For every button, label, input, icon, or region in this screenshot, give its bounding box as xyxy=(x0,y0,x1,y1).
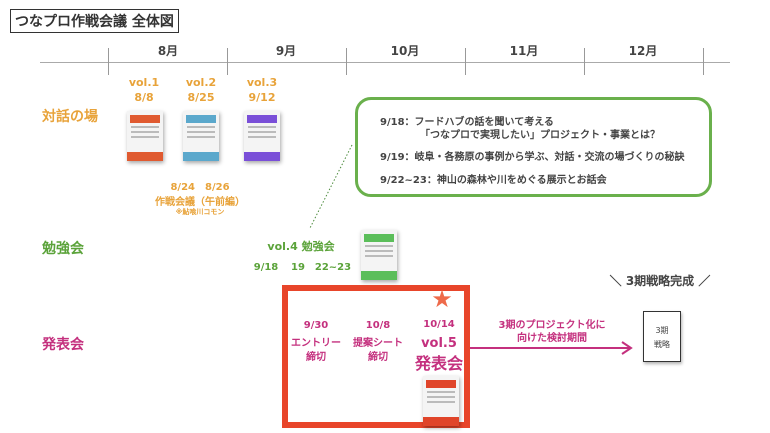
row-label-study: 勉強会 xyxy=(42,241,84,257)
page-title: つなプロ作戦会議 全体図 xyxy=(10,9,179,33)
presentation-highlight-box xyxy=(282,285,470,428)
final-name: 発表会 xyxy=(414,354,464,373)
timeline-tick xyxy=(108,48,109,75)
strategy-meeting-name: 作戦会議（午前編） xyxy=(155,197,245,208)
star-icon: ★ xyxy=(431,285,453,313)
row-label-presentation: 発表会 xyxy=(42,337,84,353)
timeline-tick xyxy=(584,48,585,75)
review-period-label: 3期のプロジェクト化に向けた検討期間 xyxy=(498,320,606,344)
month-nov: 11月 xyxy=(509,44,539,58)
study-date: 19 xyxy=(291,262,305,273)
final-vol: vol.5 xyxy=(421,336,457,351)
flyer-vol4-image xyxy=(361,230,397,280)
row-label-dialogue: 対話の場 xyxy=(42,109,98,125)
final-date: 10/14 xyxy=(423,319,455,330)
flyer-vol1-image xyxy=(127,111,163,161)
strategy-document: 3期戦略 xyxy=(643,311,681,362)
month-aug: 8月 xyxy=(157,44,179,58)
timeline-tick xyxy=(227,48,228,75)
study-detail-3: 9/22~23：神山の森林や川をめぐる展示とお話会 xyxy=(380,175,607,186)
study-date: 22~23 xyxy=(314,262,352,273)
strategy-meeting-dates: 8/24 8/26 xyxy=(170,182,230,193)
month-dec: 12月 xyxy=(628,44,658,58)
flyer-vol3-image xyxy=(244,111,280,161)
flyer-vol2-image xyxy=(183,111,219,161)
study-detail-1: 9/18：フードハブの話を聞いて考える xyxy=(380,117,554,128)
strategy-complete-label: ＼ 3期戦略完成 ／ xyxy=(609,274,711,288)
study-detail-1b: 「つなプロで実現したい」プロジェクト・事業とは？ xyxy=(420,130,660,141)
study-session-details: 9/18：フードハブの話を聞いて考える 「つなプロで実現したい」プロジェクト・事… xyxy=(355,97,712,197)
month-sep: 9月 xyxy=(275,44,297,58)
timeline-tick xyxy=(465,48,466,75)
month-oct: 10月 xyxy=(390,44,420,58)
flyer-vol5-image xyxy=(423,376,459,426)
study-title: vol.4 勉強会 xyxy=(267,240,335,253)
timeline-tick xyxy=(703,48,704,75)
study-date: 9/18 xyxy=(253,262,279,273)
study-detail-2: 9/19：岐阜・各務原の事例から学ぶ、対話・交流の場づくりの秘訣 xyxy=(380,152,685,163)
timeline-tick xyxy=(346,48,347,75)
timeline-axis xyxy=(40,62,730,63)
strategy-meeting-venue: ※鮎喰川コモン xyxy=(175,208,225,216)
